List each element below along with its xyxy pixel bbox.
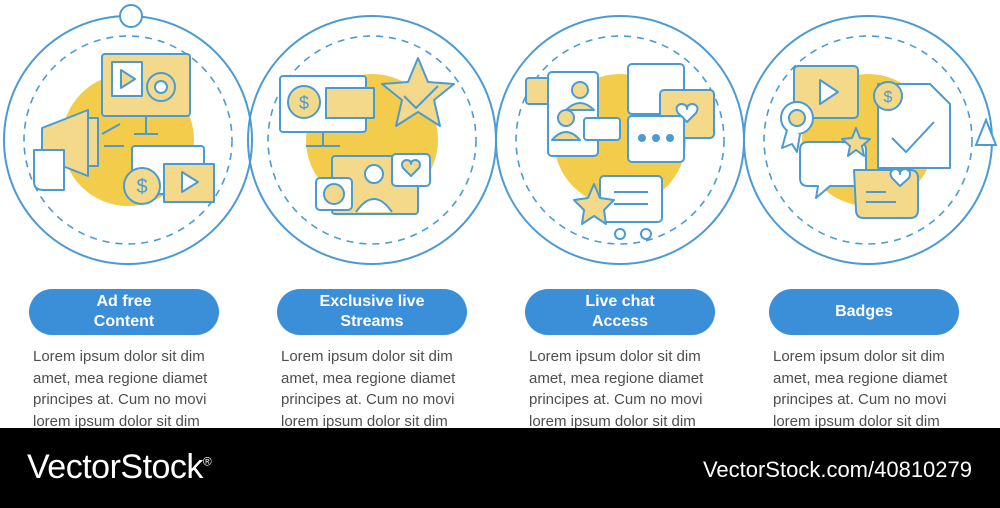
live-chat-access-icon — [525, 63, 715, 240]
dashed-ring-2 — [267, 35, 477, 245]
dashed-ring-3 — [515, 35, 725, 245]
step-title-exclusive-live-streams: Exclusive live Streams — [277, 289, 467, 335]
description-line: principes at. Cum no movi — [281, 391, 455, 408]
description-line: principes at. Cum no movi — [529, 391, 703, 408]
badges-icon: $ — [780, 65, 951, 219]
step-description-1: Lorem ipsum dolor sit dim amet, mea regi… — [33, 346, 233, 432]
description-line: amet, mea regione diamet — [33, 369, 208, 387]
description-line: lorem ipsum dolor sit dim — [33, 412, 200, 430]
description-line: amet, mea regione diamet — [281, 369, 456, 387]
description-line: Lorem ipsum dolor sit dim — [773, 348, 945, 365]
description-line: Lorem ipsum dolor sit dim — [33, 348, 205, 365]
description-line: principes at. Cum no movi — [33, 391, 207, 408]
step-description-4: Lorem ipsum dolor sit dim amet, mea regi… — [773, 346, 973, 432]
description-line: principes at. Cum no movi — [773, 391, 947, 408]
svg-text:$: $ — [884, 89, 893, 106]
exclusive-live-streams-icon: $ — [279, 57, 455, 215]
brand-logo: VectorStock® — [27, 448, 212, 487]
description-line: lorem ipsum dolor sit dim — [281, 412, 448, 430]
step-title-text: Live chat Access — [585, 293, 655, 330]
arrow-up-icon — [974, 117, 998, 146]
step-title-text: Badges — [835, 303, 893, 320]
step-title-text: Exclusive live Streams — [319, 293, 425, 330]
dashed-ring-4 — [763, 35, 973, 245]
watermark-footer: VectorStock® VectorStock.com/40810279 — [0, 428, 1000, 508]
description-line: Lorem ipsum dolor sit dim — [529, 348, 701, 365]
start-marker-icon — [119, 4, 143, 28]
infographic-illustration: $ $ — [3, 4, 998, 265]
step-description-2: Lorem ipsum dolor sit dim amet, mea regi… — [281, 346, 481, 432]
dashed-ring-1 — [23, 35, 233, 245]
step-description-3: Lorem ipsum dolor sit dim amet, mea regi… — [529, 346, 729, 432]
step-title-badges: Badges — [769, 289, 959, 335]
stock-id: VectorStock.com/40810279 — [702, 457, 972, 482]
registered-mark: ® — [202, 454, 212, 469]
step-title-live-chat-access: Live chat Access — [525, 289, 715, 335]
svg-text:$: $ — [136, 176, 147, 198]
step-title-ad-free-content: Ad free Content — [29, 289, 219, 335]
description-line: Lorem ipsum dolor sit dim — [281, 348, 453, 365]
description-line: lorem ipsum dolor sit dim — [529, 412, 696, 430]
description-line: amet, mea regione diamet — [773, 369, 948, 387]
description-line: lorem ipsum dolor sit dim — [773, 412, 940, 430]
step-title-text: Ad free Content — [93, 293, 155, 330]
ad-free-content-icon: $ — [33, 53, 215, 205]
svg-text:$: $ — [299, 93, 309, 113]
description-line: amet, mea regione diamet — [529, 369, 704, 387]
brand-name: VectorStock — [27, 448, 203, 486]
